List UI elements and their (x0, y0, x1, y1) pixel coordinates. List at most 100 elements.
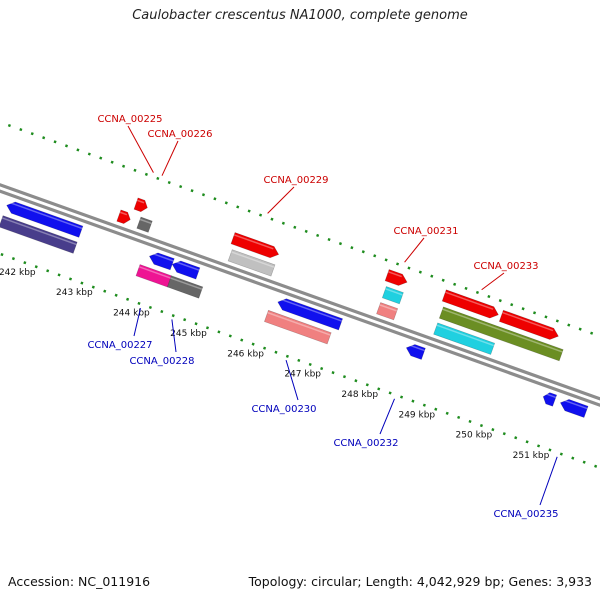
scale-tick (23, 261, 27, 265)
scale-tick (544, 315, 548, 319)
gene-label-ccna-00232: CCNA_00232 (333, 438, 398, 449)
feature-highlight (278, 297, 343, 322)
accession-text: Accession: NC_011916 (8, 574, 151, 589)
scale-tick (270, 217, 274, 221)
gene-label-ccna-00231: CCNA_00231 (393, 226, 458, 237)
scale-tick (464, 286, 468, 290)
feature-highlight (119, 211, 128, 216)
scale-tick (331, 371, 335, 375)
rna-bar-13 (264, 309, 332, 345)
scale-tick (536, 444, 541, 448)
label-leader-line (133, 308, 141, 337)
scale-tick (144, 172, 148, 176)
scale-tick (304, 229, 308, 233)
label-leader-line (379, 398, 395, 435)
gene-label-ccna-00225: CCNA_00225 (97, 114, 162, 125)
scale-tick (42, 136, 46, 140)
scale-tick (532, 311, 537, 315)
feature-layer (0, 197, 589, 418)
cds-arrow-22 (542, 392, 558, 407)
scale-tick (468, 419, 472, 424)
cds-arrow-20 (441, 289, 499, 319)
scale-tick (441, 278, 445, 282)
feature-highlight (388, 271, 402, 278)
scale-tick (57, 273, 61, 277)
scale-tick (338, 242, 343, 246)
scale-tick (201, 193, 206, 197)
feature-highlight (445, 291, 494, 310)
feature-highlight (231, 251, 275, 268)
scale-tick (30, 132, 34, 136)
scale-tick (525, 440, 529, 444)
scale-tick (445, 411, 449, 415)
scale-tick (148, 305, 152, 310)
feature-highlight (442, 308, 563, 353)
label-leader-line (161, 140, 179, 176)
scale-tick (0, 252, 4, 257)
label-leader-line (127, 125, 154, 173)
scale-tick (11, 257, 15, 261)
label-leader-line (267, 186, 295, 214)
scale-tick (274, 350, 278, 354)
scale-tick (53, 140, 57, 144)
scale-tick (555, 319, 559, 323)
scale-tick (354, 379, 358, 383)
gene-label-ccna-00230: CCNA_00230 (251, 404, 316, 415)
scale-tick (99, 156, 103, 160)
rna-bar-9 (167, 275, 204, 299)
scale-tick (320, 366, 324, 371)
scale-tick (430, 274, 434, 278)
scale-tick (167, 180, 171, 185)
gene-label-ccna-00228: CCNA_00228 (129, 356, 194, 367)
rna-bar-10 (227, 249, 276, 277)
gene-label-layer: CCNA_00225CCNA_00226CCNA_00229CCNA_00231… (87, 114, 558, 520)
scale-tick (68, 277, 73, 281)
scale-tick (350, 246, 354, 250)
scale-tick (114, 293, 118, 297)
scale-tick (19, 128, 23, 132)
scale-tick (110, 160, 114, 164)
label-leader-line (539, 456, 558, 506)
label-leader-line (171, 319, 177, 353)
feature-highlight (561, 398, 588, 410)
scale-tick (491, 428, 495, 432)
feature-highlight (139, 218, 152, 225)
label-leader-line (404, 237, 425, 263)
scale-tick (91, 285, 95, 289)
scale-tick (213, 197, 217, 201)
scale-tick (361, 250, 365, 254)
gene-label-ccna-00227: CCNA_00227 (87, 340, 152, 351)
scale-tick (377, 387, 381, 391)
scale-tick (457, 415, 461, 419)
scale-tick (46, 269, 50, 273)
tick-label-245: 245 kbp (170, 329, 207, 339)
genome-summary-text: Topology: circular; Length: 4,042,929 bp… (248, 574, 592, 589)
cds-arrow-12 (277, 298, 343, 331)
scale-tick (285, 354, 289, 358)
scale-tick (281, 221, 285, 225)
scale-tick (133, 168, 137, 172)
gene-label-ccna-00233: CCNA_00233 (473, 261, 538, 272)
scale-tick (400, 395, 404, 399)
scale-tick (76, 148, 80, 152)
scale-tick (183, 318, 187, 322)
scale-tick (578, 327, 582, 331)
scale-tick (80, 281, 84, 285)
cds-arrow-21 (498, 309, 559, 340)
rna-bar-19 (438, 306, 564, 362)
feature-highlight (170, 277, 203, 290)
tick-label-244: 244 kbp (113, 309, 150, 319)
cds-arrow-23 (559, 399, 589, 418)
scale-tick (502, 432, 506, 436)
feature-highlight (385, 288, 403, 296)
scale-tick (103, 289, 107, 293)
feature-highlight (544, 392, 557, 399)
feature-highlight (150, 252, 174, 262)
scale-tick (179, 185, 183, 189)
scale-tick (365, 383, 369, 387)
feature-highlight (267, 311, 331, 336)
scale-tick (126, 297, 130, 301)
scale-tick (373, 254, 377, 258)
label-leader-line (481, 272, 505, 291)
